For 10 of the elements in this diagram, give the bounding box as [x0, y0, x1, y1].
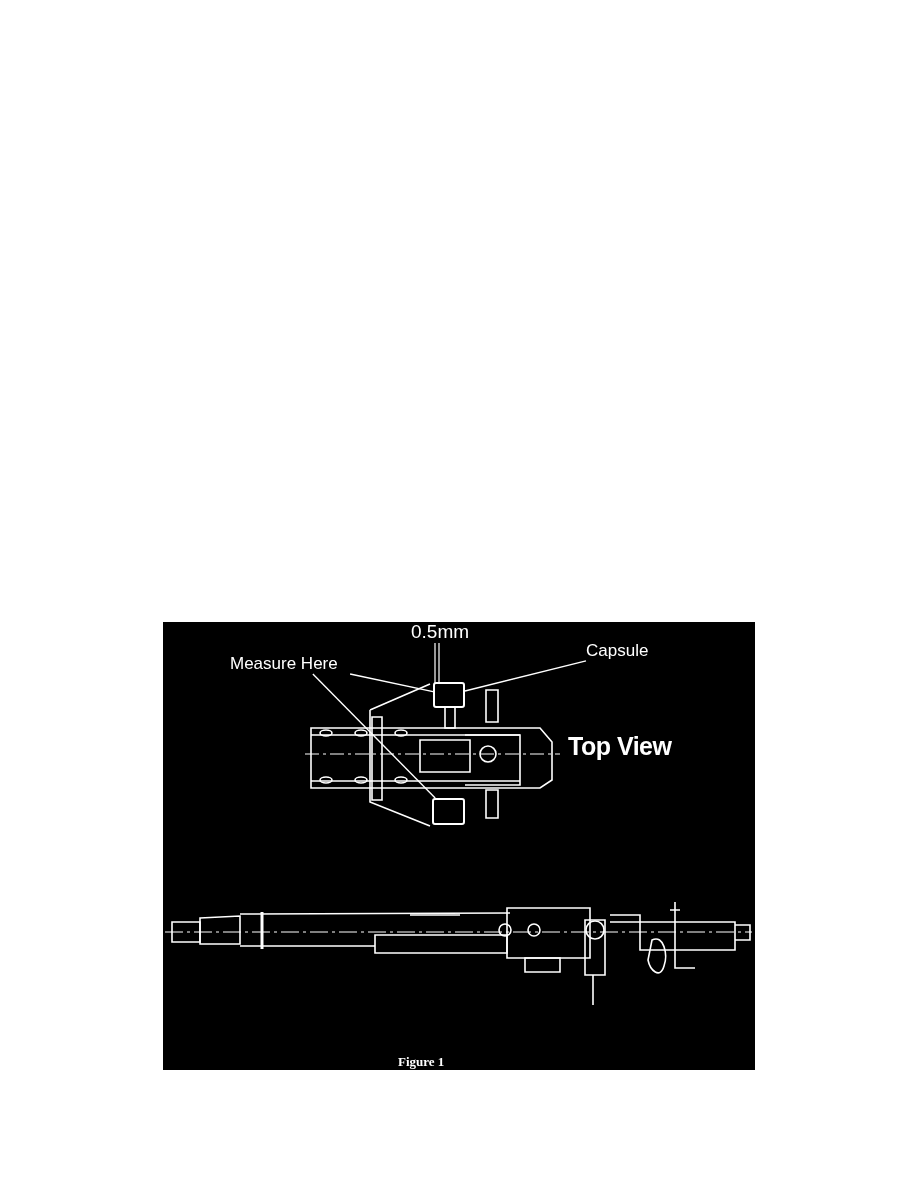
- capsule-part: [433, 682, 465, 708]
- callout-text: Measure Here: [230, 654, 376, 674]
- view-title: Top View: [568, 734, 672, 759]
- leader-line: [312, 673, 436, 799]
- leader-line: [464, 660, 587, 692]
- dimension-label: 0.5mm: [411, 622, 470, 641]
- figure-caption: Figure 1: [398, 1055, 445, 1068]
- capsule-part: [432, 798, 465, 825]
- leader-line: [349, 673, 434, 693]
- callout-text: Capsule: [586, 641, 666, 661]
